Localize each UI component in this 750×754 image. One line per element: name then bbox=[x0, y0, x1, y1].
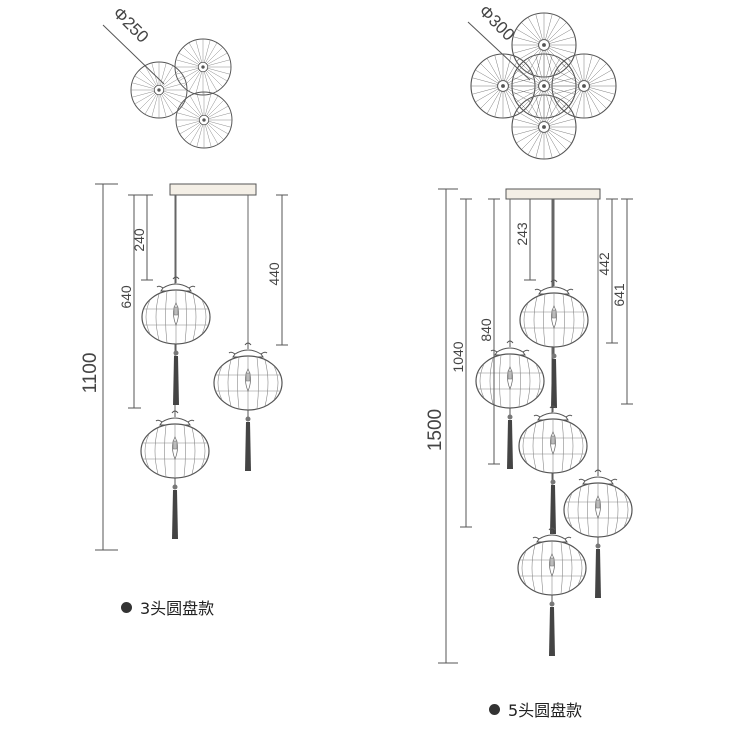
disc-wheel bbox=[176, 92, 232, 148]
disc-wheel bbox=[512, 54, 576, 118]
lantern-pendant bbox=[141, 276, 211, 406]
legend-3-label: 3头圆盘款 bbox=[140, 599, 215, 618]
dim-center-top-5: 243 bbox=[514, 222, 530, 246]
side-view-5-head: 1500 1040 840 243 442 bbox=[425, 188, 633, 664]
bullet-icon bbox=[489, 703, 500, 715]
lantern-pendant bbox=[213, 342, 283, 472]
dim-left-inner-5: 840 bbox=[478, 318, 494, 342]
dim-left-5: 1040 bbox=[450, 341, 466, 372]
bullet-icon bbox=[121, 601, 132, 613]
dim-upper-3: 640 bbox=[118, 285, 134, 309]
legend-5-head: 5头圆盘款 bbox=[489, 697, 582, 721]
dim-total-5: 1500 bbox=[425, 409, 446, 451]
lantern-pendant bbox=[140, 410, 210, 540]
side-view-3-head: 1100 640 240 440 bbox=[80, 183, 288, 551]
dim-right-b-5: 641 bbox=[611, 283, 627, 307]
legend-3-head: 3头圆盘款 bbox=[121, 595, 214, 619]
top-view-5-head: Φ300 bbox=[468, 1, 616, 159]
ceiling-canopy bbox=[505, 188, 601, 200]
diameter-leader-line bbox=[467, 21, 531, 81]
dim-right-3: 440 bbox=[266, 262, 282, 286]
top-view-3-head: Φ250 bbox=[102, 3, 232, 148]
diameter-label-3: Φ250 bbox=[109, 3, 152, 46]
dim-total-3: 1100 bbox=[80, 353, 101, 394]
lantern-pendant bbox=[517, 527, 587, 657]
disc-wheel bbox=[175, 39, 231, 95]
diameter-leader-line bbox=[102, 24, 165, 85]
diameter-label-5: Φ300 bbox=[475, 1, 518, 44]
disc-wheel bbox=[131, 62, 187, 118]
legend-5-label: 5头圆盘款 bbox=[508, 701, 583, 720]
dim-top-gap-3: 240 bbox=[131, 228, 147, 252]
dim-right-a-5: 442 bbox=[596, 252, 612, 276]
ceiling-canopy bbox=[169, 183, 257, 196]
